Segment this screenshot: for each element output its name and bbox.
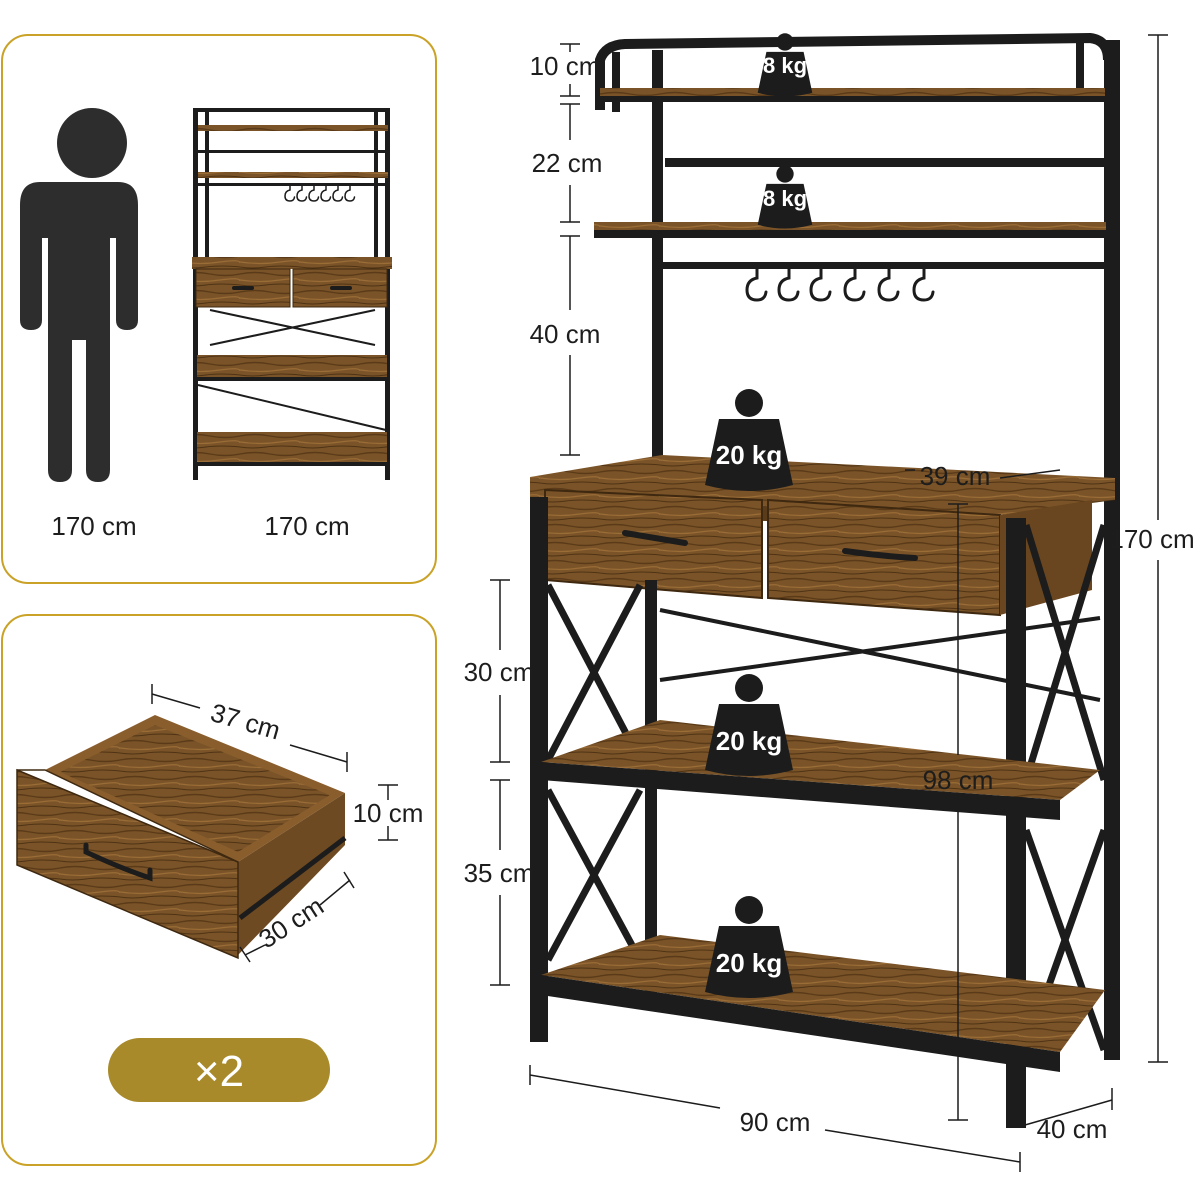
rack-illustration	[530, 32, 1120, 1128]
weight-icon-counter: 20 kg	[705, 389, 793, 491]
weight-label-top-shelf: 8 kg	[763, 53, 807, 78]
lower-gap-1-label: 30 cm	[464, 657, 535, 687]
mini-rack-illustration	[192, 108, 392, 480]
rack-width-label: 90 cm	[740, 1107, 811, 1137]
weight-label-counter: 20 kg	[716, 440, 783, 470]
weight-label-second-shelf: 8 kg	[763, 186, 807, 211]
weight-icon-middle-shelf: 20 kg	[705, 674, 793, 776]
person-icon	[20, 108, 138, 482]
drawer-dimension-lines	[151, 684, 398, 963]
lower-gap-2-label: 35 cm	[464, 858, 535, 888]
hook-section-label: 40 cm	[530, 319, 601, 349]
weight-label-bottom-shelf: 20 kg	[716, 948, 783, 978]
rack-height-label: 170 cm	[264, 511, 349, 541]
counter-depth-label: 39 cm	[920, 461, 991, 491]
drawer-dimension-panel: 37 cm 10 cm 30 cm ×2	[1, 614, 437, 1166]
quantity-pill	[108, 1038, 330, 1102]
quantity-label: ×2	[194, 1047, 244, 1096]
drawer-height-label: 10 cm	[353, 798, 424, 828]
second-gap-label: 22 cm	[532, 148, 603, 178]
weight-icon-second-shelf: 8 kg	[757, 165, 813, 229]
top-gap-label: 10 cm	[530, 51, 601, 81]
total-height-label: 170 cm	[1109, 524, 1194, 554]
drawer-illustration	[16, 715, 347, 960]
rack-dimension-lines	[490, 34, 1168, 1172]
person-height-label: 170 cm	[51, 511, 136, 541]
height-comparison-panel: 170 cm 170 cm	[1, 34, 437, 584]
weight-icon-bottom-shelf: 20 kg	[705, 896, 793, 998]
weight-icon-top-shelf: 8 kg	[757, 33, 813, 97]
counter-height-label: 98 cm	[923, 765, 994, 795]
weight-label-middle-shelf: 20 kg	[716, 726, 783, 756]
rack-depth-label: 40 cm	[1037, 1114, 1108, 1144]
